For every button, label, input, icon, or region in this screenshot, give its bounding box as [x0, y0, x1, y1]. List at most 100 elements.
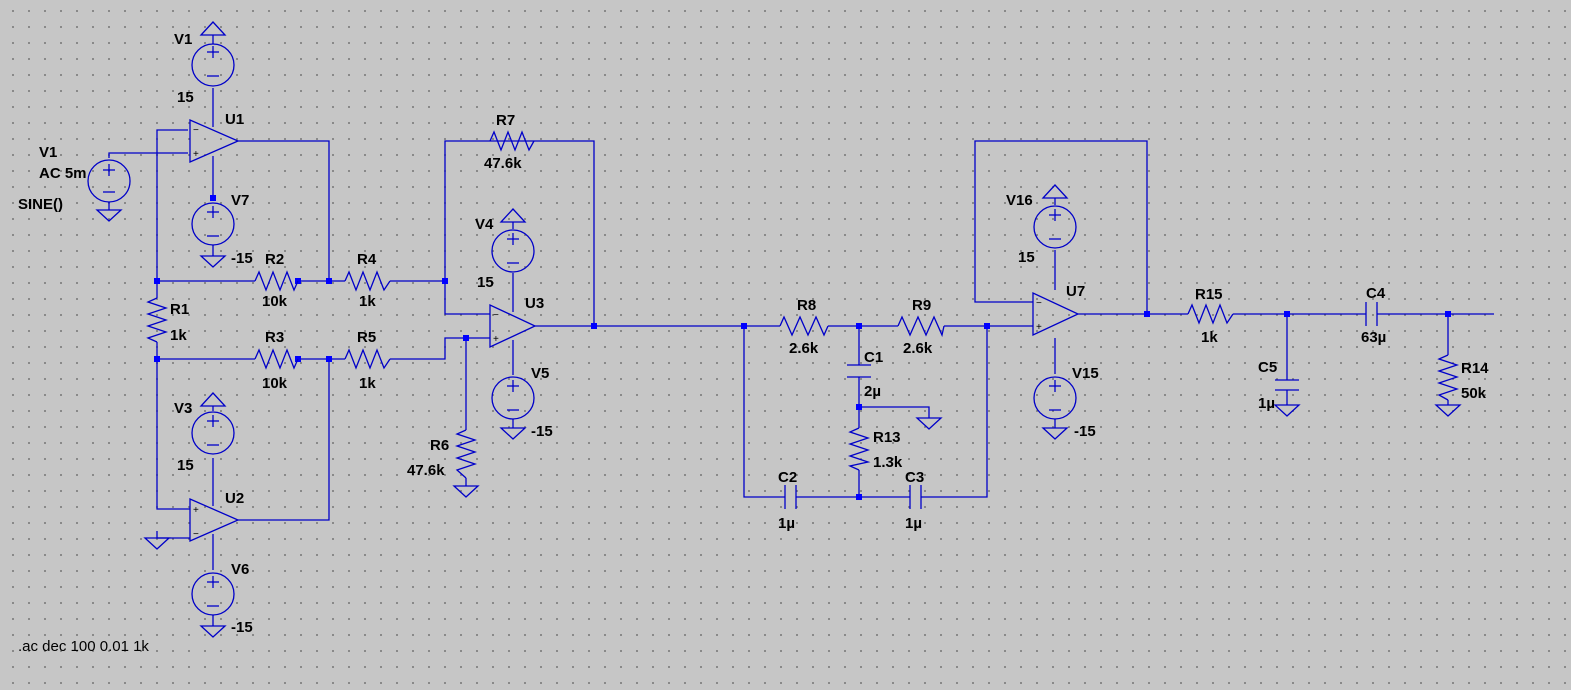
resistor-r7-value: 47.6k	[484, 155, 522, 172]
capacitor-c2-name: C2	[778, 469, 797, 486]
source-v7-name: V7	[231, 192, 249, 209]
resistor-r6[interactable]: R6 47.6k	[407, 429, 480, 498]
svg-text:−: −	[193, 529, 199, 540]
source-v2[interactable]: V1 15	[174, 21, 235, 106]
source-v5-name: V5	[531, 365, 549, 382]
capacitor-c5-value: 1µ	[1258, 395, 1275, 412]
source-v1-name: V1	[39, 144, 57, 161]
opamp-u2[interactable]: + − U2	[189, 490, 244, 542]
wires	[108, 88, 1494, 570]
capacitor-c5-name: C5	[1258, 359, 1277, 376]
capacitor-c3-name: C3	[905, 469, 924, 486]
source-v7-value: -15	[231, 250, 253, 267]
resistor-r9-value: 2.6k	[903, 340, 933, 357]
source-v6[interactable]: V6 -15	[191, 561, 253, 638]
resistor-r8-value: 2.6k	[789, 340, 819, 357]
svg-text:−: −	[193, 125, 199, 136]
resistor-r4[interactable]: R4 1k	[344, 251, 391, 310]
resistor-r8[interactable]: R8 2.6k	[779, 297, 829, 357]
spice-directive[interactable]: .ac dec 100 0.01 1k	[18, 638, 149, 655]
source-v15[interactable]: V15 -15	[1033, 365, 1099, 440]
svg-text:+: +	[193, 149, 199, 160]
ground-u2	[143, 537, 171, 550]
capacitor-c4-name: C4	[1366, 285, 1386, 302]
source-v16-value: 15	[1018, 249, 1035, 266]
source-v2-name: V1	[174, 31, 192, 48]
svg-text:+: +	[493, 334, 499, 345]
resistor-r14-name: R14	[1461, 360, 1489, 377]
resistor-r3[interactable]: R3 10k	[254, 329, 299, 392]
resistor-r13-name: R13	[873, 429, 901, 446]
resistor-r1-name: R1	[170, 301, 189, 318]
resistor-r14-value: 50k	[1461, 385, 1487, 402]
opamp-u3-name: U3	[525, 295, 544, 312]
resistor-r14[interactable]: R14 50k	[1434, 354, 1489, 417]
source-v6-name: V6	[231, 561, 249, 578]
source-v1-value: AC 5m	[39, 165, 87, 182]
resistor-r5[interactable]: R5 1k	[344, 329, 391, 392]
opamp-u7[interactable]: − + U7	[1032, 283, 1085, 337]
capacitor-c4[interactable]: C4 63µ	[1361, 285, 1386, 346]
opamp-u7-name: U7	[1066, 283, 1085, 300]
capacitor-c1[interactable]: C1 2µ	[847, 349, 883, 400]
resistor-r2-value: 10k	[262, 293, 288, 310]
resistor-r5-name: R5	[357, 329, 376, 346]
capacitor-c2-value: 1µ	[778, 515, 795, 532]
source-v16[interactable]: V16 15	[1006, 184, 1077, 266]
resistor-r13[interactable]: R13 1.3k	[847, 427, 903, 471]
source-v16-name: V16	[1006, 192, 1033, 209]
resistor-r13-value: 1.3k	[873, 454, 903, 471]
svg-text:−: −	[1036, 298, 1042, 309]
source-v1[interactable]: V1 AC 5m SINE()	[18, 144, 131, 222]
source-v1-extra: SINE()	[18, 196, 63, 213]
resistor-r4-value: 1k	[359, 293, 376, 310]
ground-c1	[915, 417, 943, 430]
source-v4[interactable]: V4 15	[475, 208, 535, 291]
opamp-u3[interactable]: − + U3	[489, 295, 544, 349]
resistor-r6-value: 47.6k	[407, 462, 445, 479]
resistor-r15-name: R15	[1195, 286, 1223, 303]
junctions	[154, 195, 1451, 500]
svg-text:−: −	[493, 310, 499, 321]
svg-text:+: +	[193, 505, 199, 516]
source-v4-name: V4	[475, 216, 494, 233]
svg-text:+: +	[1036, 322, 1042, 333]
resistor-r3-name: R3	[265, 329, 284, 346]
resistor-r2[interactable]: R2 10k	[254, 251, 299, 310]
source-v7[interactable]: V7 -15	[191, 192, 253, 268]
capacitor-c3[interactable]: C3 1µ	[905, 469, 924, 532]
opamp-u1[interactable]: − + U1	[189, 111, 244, 163]
source-v3[interactable]: V3 15	[174, 392, 235, 474]
opamp-u2-name: U2	[225, 490, 244, 507]
resistor-r5-value: 1k	[359, 375, 376, 392]
source-v3-name: V3	[174, 400, 192, 417]
source-v5-value: -15	[531, 423, 553, 440]
capacitor-c2[interactable]: C2 1µ	[778, 469, 797, 532]
opamp-u1-name: U1	[225, 111, 244, 128]
resistor-r7-name: R7	[496, 112, 515, 129]
resistor-r3-value: 10k	[262, 375, 288, 392]
resistor-r1-value: 1k	[170, 327, 187, 344]
source-v4-value: 15	[477, 274, 494, 291]
source-v15-name: V15	[1072, 365, 1099, 382]
resistor-r8-name: R8	[797, 297, 816, 314]
source-v6-value: -15	[231, 619, 253, 636]
resistor-r9-name: R9	[912, 297, 931, 314]
resistor-r15-value: 1k	[1201, 329, 1218, 346]
resistor-r2-name: R2	[265, 251, 284, 268]
resistor-r7[interactable]: R7 47.6k	[484, 112, 535, 172]
capacitor-c3-value: 1µ	[905, 515, 922, 532]
source-v5[interactable]: V5 -15	[491, 365, 553, 440]
resistor-r9[interactable]: R9 2.6k	[897, 297, 945, 357]
source-v2-value: 15	[177, 89, 194, 106]
capacitor-c4-value: 63µ	[1361, 329, 1386, 346]
capacitor-c5[interactable]: C5 1µ	[1258, 359, 1301, 417]
resistor-r4-name: R4	[357, 251, 377, 268]
capacitor-c1-value: 2µ	[864, 383, 881, 400]
resistor-r6-name: R6	[430, 437, 449, 454]
source-v3-value: 15	[177, 457, 194, 474]
resistor-r1[interactable]: R1 1k	[145, 297, 189, 344]
resistor-r15[interactable]: R15 1k	[1187, 286, 1234, 346]
source-v15-value: -15	[1074, 423, 1096, 440]
